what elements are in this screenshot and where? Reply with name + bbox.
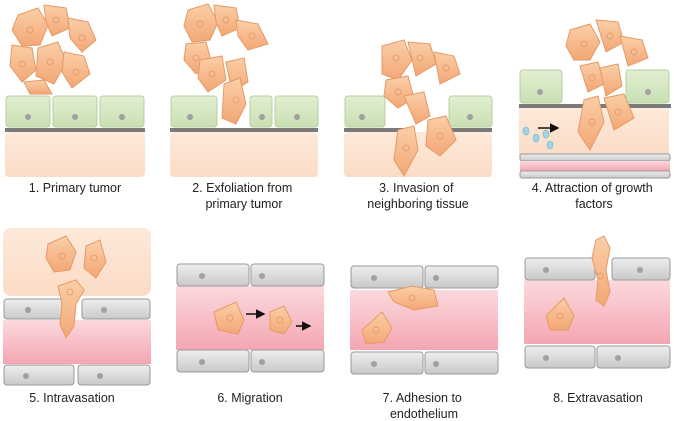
endothelium <box>524 257 671 369</box>
basement-membrane <box>170 128 318 132</box>
caption-8: 8. Extravasation <box>553 391 643 405</box>
caption-3: 3. Invasion of neighboring tissue <box>367 181 469 211</box>
caption-5: 5. Intravasation <box>29 391 115 405</box>
caption-2: 2. Exfoliation from primary tumor <box>192 181 296 211</box>
panel-1-primary-tumor <box>5 4 145 177</box>
stroma <box>344 132 492 177</box>
vessel-lumen <box>176 286 324 350</box>
panel-4-growth-factors <box>519 19 671 179</box>
stroma <box>170 132 318 177</box>
tumor-cells <box>45 235 107 340</box>
panel-2-exfoliation <box>170 3 319 177</box>
panel-5-intravasation <box>3 228 151 386</box>
epithelium <box>170 95 319 128</box>
panel-7-adhesion <box>350 265 499 375</box>
basement-membrane <box>5 128 145 132</box>
caption-7: 7. Adhesion to endothelium <box>383 391 466 421</box>
epithelium <box>519 69 670 104</box>
panel-8-extravasation <box>524 235 671 369</box>
epithelium <box>5 95 145 128</box>
stroma <box>5 132 145 177</box>
basement-membrane <box>344 128 414 132</box>
tumor-cells <box>565 19 649 151</box>
tumor-cells <box>183 3 269 125</box>
endothelium <box>350 265 499 375</box>
tumor-cells <box>545 235 611 331</box>
tumor-cells <box>213 301 293 335</box>
growth-factor-dots <box>522 126 554 150</box>
basement-membrane <box>448 128 492 132</box>
epithelium <box>344 95 493 128</box>
endothelium <box>176 263 325 373</box>
stroma <box>3 228 151 296</box>
tumor-cells <box>9 4 97 95</box>
panel-6-migration <box>176 263 325 373</box>
caption-1: 1. Primary tumor <box>29 181 121 195</box>
vessel <box>519 153 671 179</box>
caption-4: 4. Attraction of growth factors <box>532 181 656 211</box>
caption-6: 6. Migration <box>217 391 282 405</box>
tumor-cells <box>361 285 439 345</box>
endothelium <box>3 298 151 386</box>
panel-3-invasion <box>344 39 493 177</box>
vessel-lumen <box>3 320 151 364</box>
